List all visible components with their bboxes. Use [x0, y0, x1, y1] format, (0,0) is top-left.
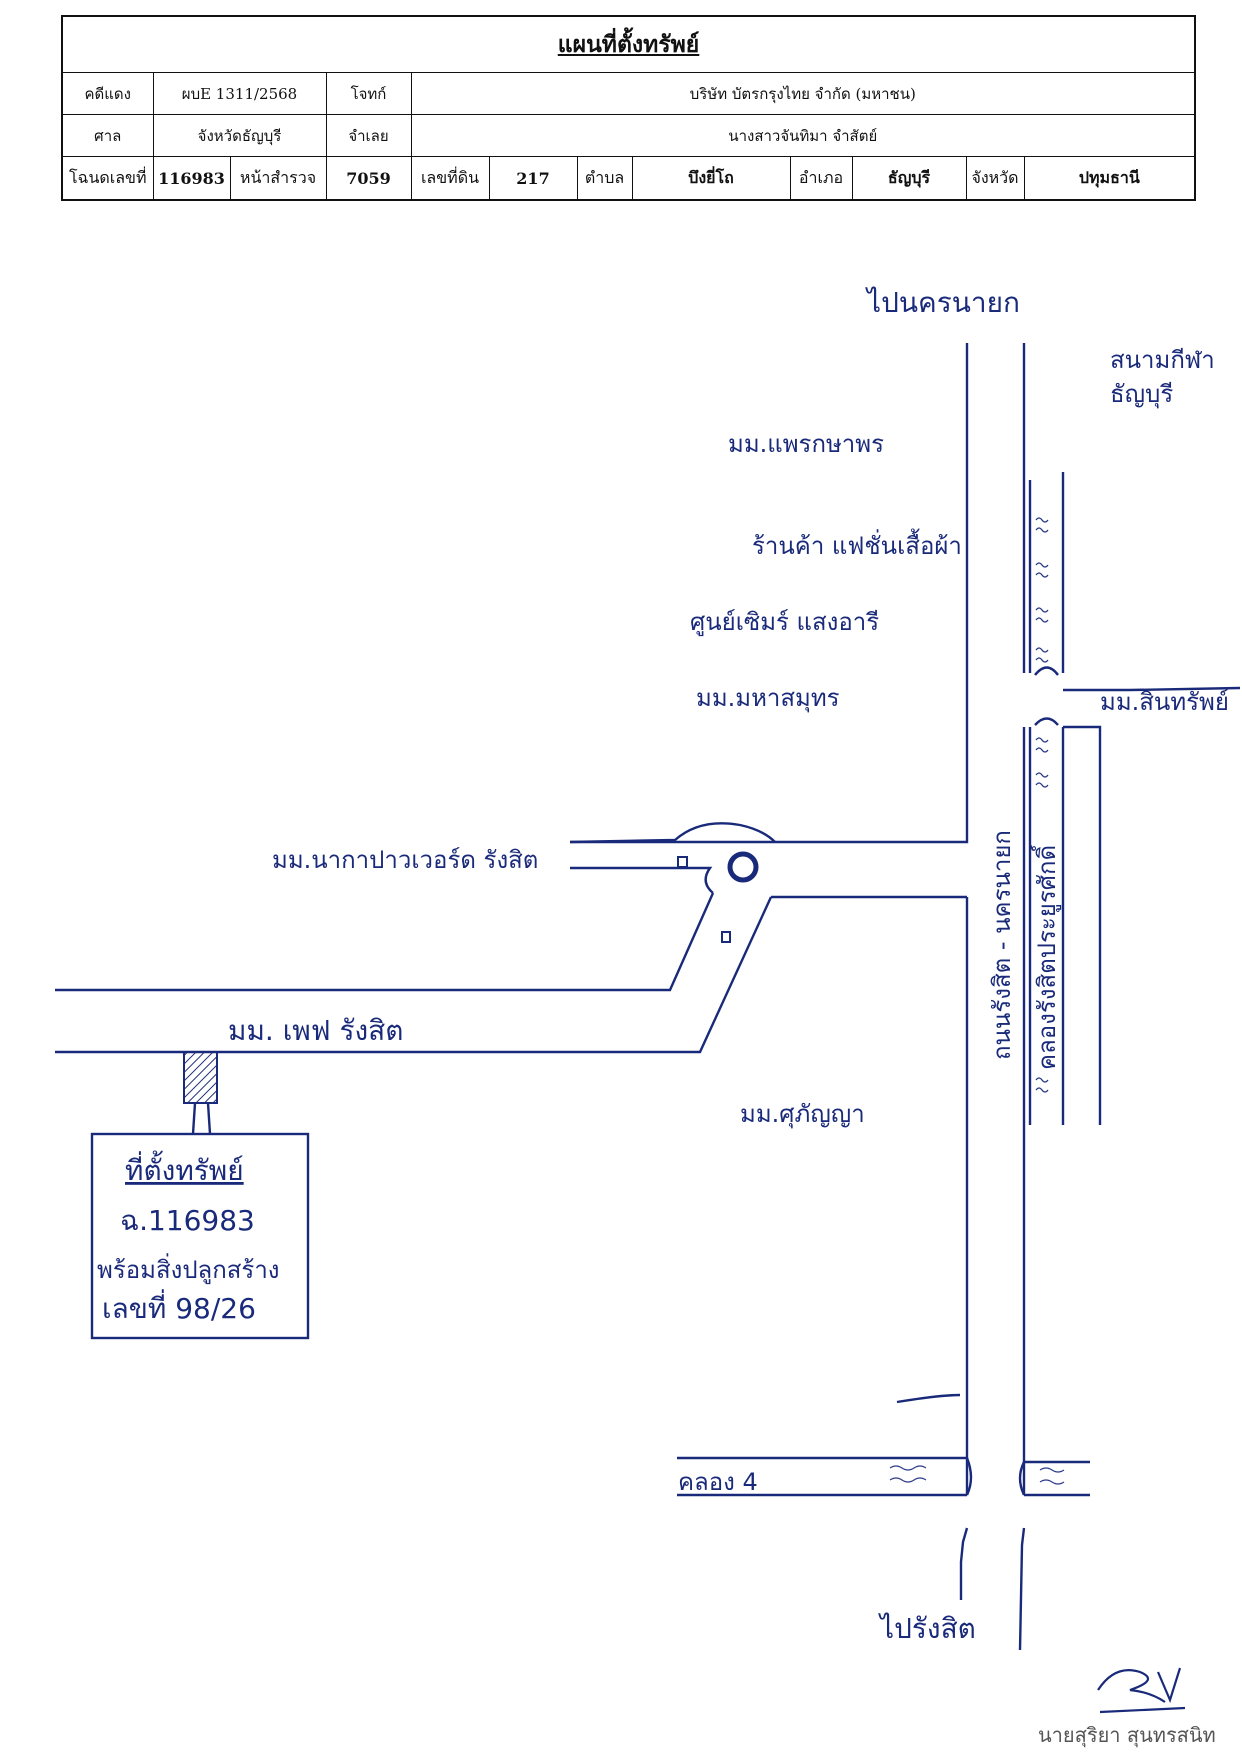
highway-label: ถนนรังสิต - นครนายก — [988, 830, 1016, 1060]
subdistrict-value: บึงยี่โถ — [631, 156, 791, 201]
defendant-value: นางสาวจันทิมา จำสัตย์ — [410, 114, 1196, 157]
property-house-number: เลขที่ 98/26 — [102, 1289, 256, 1325]
roundabout-loop — [569, 822, 776, 844]
deed-label: โฉนดเลขที่ — [61, 156, 154, 201]
east-road-south — [1063, 725, 1102, 1125]
survey-label: หน้าสำรวจ — [229, 156, 327, 201]
property-deed-number: ฉ.116983 — [120, 1204, 255, 1237]
landmark-square-1 — [677, 856, 688, 868]
village-pep-label: มม. เพฟ รังสิต — [228, 1014, 403, 1047]
district-label: อำเภอ — [789, 156, 853, 201]
stadium-label-2: ธัญบุรี — [1110, 380, 1173, 409]
district-value: ธัญบุรี — [851, 156, 967, 201]
deed-value: 116983 — [152, 156, 231, 201]
signature-mark — [1097, 1667, 1186, 1714]
khlong4-label: คลอง 4 — [678, 1468, 758, 1496]
defendant-label: จำเลย — [325, 114, 412, 157]
canal-bridge-north — [1034, 666, 1059, 676]
signature-name: นายสุริยา สุนทรสนิท — [1038, 1723, 1216, 1748]
village-mahasup-label: มม.มหาสมุทร — [696, 684, 840, 713]
diagonal-road-west — [55, 892, 715, 992]
property-pointer — [191, 1102, 212, 1135]
case-label: คดีแดง — [61, 72, 154, 115]
east-road-north — [1063, 686, 1241, 692]
land-no-label: เลขที่ดิน — [410, 156, 490, 201]
curved-road-north — [896, 1393, 961, 1404]
plaintiff-value: บริษัท บัตรกรุงไทย จำกัด (มหาชน) — [410, 72, 1196, 115]
diagonal-road-east — [55, 896, 773, 1054]
header-table: แผนที่ตั้งทรัพย์ คดีแดง ผบE 1311/2568 โจ… — [61, 15, 1197, 201]
to-rangsit-label: ไปรังสิต — [878, 1612, 976, 1645]
case-value: ผบE 1311/2568 — [152, 72, 327, 115]
canal-water-marks — [889, 517, 1065, 1485]
subdistrict-label: ตำบล — [576, 156, 633, 201]
highway-west-edge-north — [570, 343, 969, 844]
province-value: ปทุมธานี — [1023, 156, 1196, 201]
village-phruksa-label: มม.แพรกษาพร — [728, 430, 884, 458]
plaintiff-label: โจทก์ — [325, 72, 412, 115]
canal-bridge-south — [1034, 717, 1059, 726]
shop-label: ร้านค้า แฟชั่นเสื้อผ้า — [752, 528, 962, 560]
court-value: จังหวัดธัญบุรี — [152, 114, 327, 157]
land-no-value: 217 — [488, 156, 578, 201]
canal-road-label: คลองรังสิตประยูรศักดิ์ — [1029, 843, 1062, 1070]
province-label: จังหวัด — [965, 156, 1025, 201]
road-to-golden — [570, 866, 714, 894]
to-nakhon-nayok-label: ไปนครนายก — [865, 286, 1020, 319]
highway-east-edge-3 — [1018, 1527, 1026, 1651]
property-hatch-marker — [183, 1051, 218, 1104]
khlong4-bridge — [965, 1457, 1026, 1496]
stadium-label: สนามกีฬา — [1110, 346, 1215, 374]
property-box — [90, 1132, 310, 1340]
village-golden-label: มม.นากาปาวเวอร์ด รังสิต — [272, 846, 538, 874]
landmark-square-2 — [721, 931, 731, 943]
property-box-title: ที่ตั้งทรัพย์ — [125, 1150, 244, 1187]
roundabout-icon — [727, 851, 759, 883]
property-building: พร้อมสิ่งปลูกสร้าง — [97, 1253, 280, 1285]
village-kunya-label: มม.ศุภัญญา — [740, 1100, 865, 1129]
village-east-label: มม.สินทรัพย์ — [1100, 688, 1229, 716]
survey-value: 7059 — [325, 156, 412, 201]
court-label: ศาล — [61, 114, 154, 157]
highway-west-edge-lower — [959, 1527, 969, 1600]
center-label: ศูนย์เซิมร์ แสงอารี — [690, 608, 879, 637]
